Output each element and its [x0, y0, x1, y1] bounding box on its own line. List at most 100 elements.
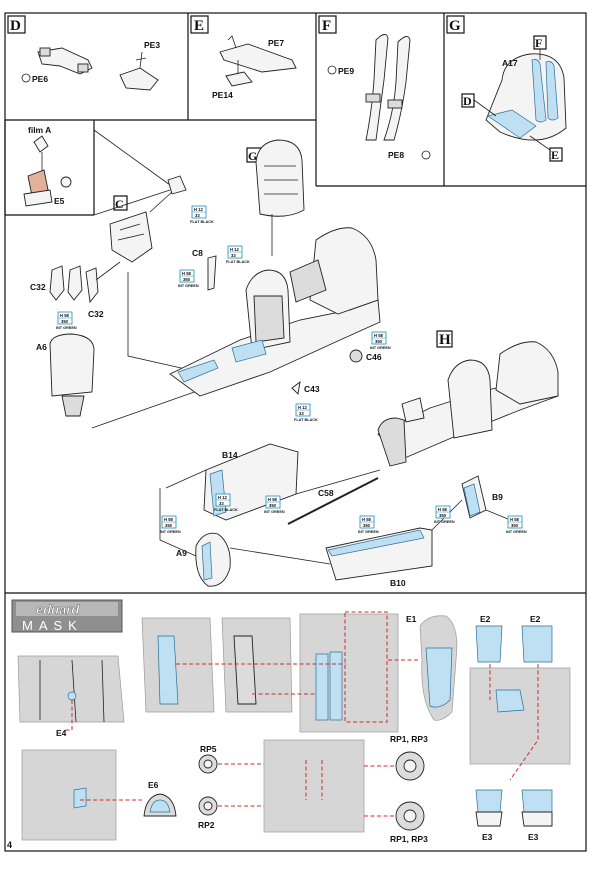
label-a9: A9 [176, 548, 187, 558]
paint-name: INT GREEN [178, 284, 199, 288]
paint-name: INT GREEN [434, 520, 455, 524]
mask-section: eduard MASK E1 E2 E2 E3 [11, 599, 571, 844]
paint-code-2: 350 [375, 339, 383, 344]
label-pe7: PE7 [268, 38, 284, 48]
page-number: 4 [7, 840, 12, 850]
label-b9: B9 [492, 492, 503, 502]
section-e: E PE7 PE14 [190, 15, 297, 100]
paint-name: FLAT BLACK [226, 260, 250, 264]
paint-code-2: 33 [219, 501, 224, 506]
section-letter-g-ref: G [248, 149, 257, 163]
paint-name: FLAT BLACK [294, 418, 318, 422]
label-c43: C43 [304, 384, 320, 394]
paint-code-1: H 58 [374, 333, 384, 338]
page-frame [4, 12, 587, 852]
label-c46: C46 [366, 352, 382, 362]
label-e3-left: E3 [482, 832, 493, 842]
paint-code-2: 350 [439, 513, 447, 518]
section-g: G A17 F D E [446, 15, 567, 162]
callout-e: E [551, 148, 559, 162]
label-e1: E1 [406, 614, 417, 624]
paint-name: FLAT BLACK [190, 220, 214, 224]
paint-code-2: 350 [511, 523, 519, 528]
paint-code-1: H 58 [182, 271, 192, 276]
paint-code-2: 33 [299, 411, 304, 416]
callout-d: D [463, 94, 472, 108]
paint-code-1: H 58 [510, 517, 520, 522]
paint-name: INT GREEN [56, 326, 77, 330]
label-rp5: RP5 [200, 744, 217, 754]
brand-eduard: eduard [36, 602, 80, 617]
section-letter-f: F [322, 18, 331, 34]
label-e3-right: E3 [528, 832, 539, 842]
paint-name: INT GREEN [160, 530, 181, 534]
label-pe14: PE14 [212, 90, 233, 100]
label-c58: C58 [318, 488, 334, 498]
label-pe3: PE3 [144, 40, 160, 50]
paint-code-1: H 12 [218, 495, 228, 500]
label-a17: A17 [502, 58, 518, 68]
label-e2-left: E2 [480, 614, 491, 624]
label-e2-right: E2 [530, 614, 541, 624]
paint-code-1: H 12 [194, 207, 204, 212]
paint-name: INT GREEN [506, 530, 527, 534]
paint-code-1: H 12 [230, 247, 240, 252]
label-a6: A6 [36, 342, 47, 352]
callout-f: F [535, 36, 542, 50]
brand-mask: MASK [22, 618, 83, 633]
label-c8: C8 [192, 248, 203, 258]
label-e4: E4 [56, 728, 67, 738]
paint-name: FLAT BLACK [214, 508, 238, 512]
label-rp13-top: RP1, RP3 [390, 734, 428, 744]
label-rp13-bottom: RP1, RP3 [390, 834, 428, 844]
section-letter-c: C [115, 197, 124, 211]
paint-name: INT GREEN [358, 530, 379, 534]
paint-code-2: 350 [183, 277, 191, 282]
label-film-a: film A [28, 125, 51, 135]
label-e5: E5 [54, 196, 65, 206]
main-assembly: C C32 C32 A6 C8 G [30, 139, 559, 588]
paint-code-1: H 12 [298, 405, 308, 410]
paint-code-1: H 58 [438, 507, 448, 512]
paint-code-2: 350 [61, 319, 69, 324]
paint-code-2: 350 [363, 523, 371, 528]
label-rp2: RP2 [198, 820, 215, 830]
label-pe6: PE6 [32, 74, 48, 84]
paint-name: INT GREEN [264, 510, 285, 514]
film-detail: film A E5 [23, 125, 171, 216]
paint-code-2: 350 [165, 523, 173, 528]
label-pe9: PE9 [338, 66, 354, 76]
section-letter-d: D [10, 18, 21, 34]
paint-code-1: H 58 [268, 497, 278, 502]
section-d: D PE6 PE3 [7, 15, 160, 91]
section-f: F PE9 PE8 [318, 15, 431, 160]
paint-name: INT GREEN [370, 346, 391, 350]
paint-code-2: 33 [231, 253, 236, 258]
label-b14: B14 [222, 450, 238, 460]
paint-code-1: H 58 [362, 517, 372, 522]
paint-code-1: H 58 [164, 517, 174, 522]
paint-code-2: 350 [269, 503, 277, 508]
label-c32-left: C32 [30, 282, 46, 292]
label-b10: B10 [390, 578, 406, 588]
label-c32-right: C32 [88, 309, 104, 319]
section-letter-e: E [194, 18, 204, 34]
section-letter-h: H [439, 332, 451, 348]
label-e6: E6 [148, 780, 159, 790]
paint-code-2: 33 [195, 213, 200, 218]
label-pe8: PE8 [388, 150, 404, 160]
